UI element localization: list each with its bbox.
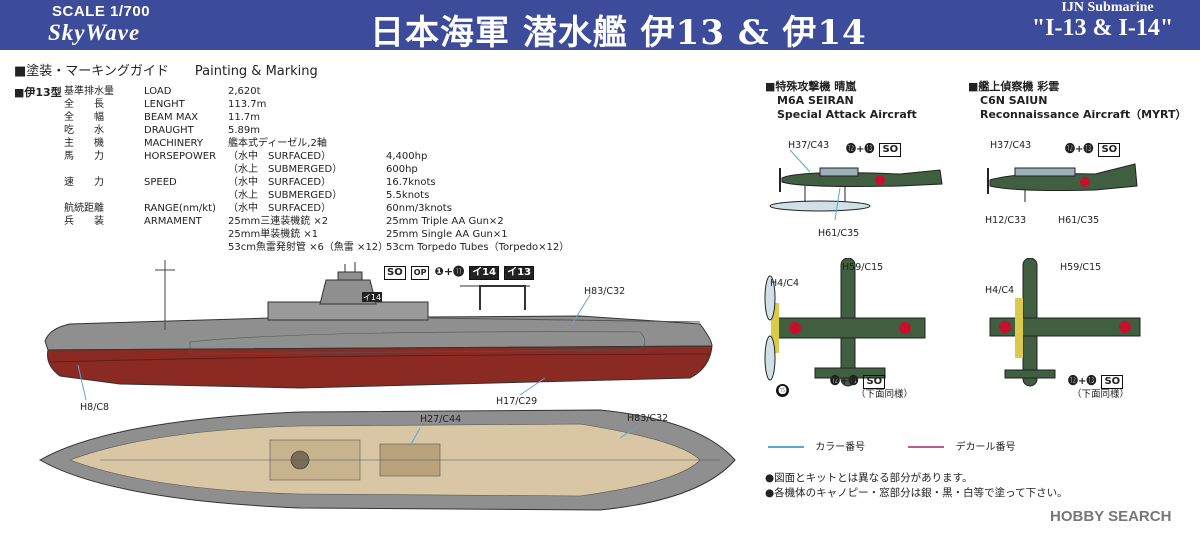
title-japanese: 日本海軍 潜水艦 伊13 & 伊14 — [370, 13, 867, 53]
saiun-title-jp: ■艦上偵察機 彩雲 — [968, 80, 1060, 93]
saiun-title-en2: Reconnaissance Aircraft（MYRT） — [980, 108, 1187, 121]
seiran-title-en1: M6A SEIRAN — [777, 94, 854, 107]
seiran-decal15: ⓯ — [776, 378, 789, 397]
submarine-top-view — [38, 409, 736, 511]
decal-i13: イ13 — [504, 266, 535, 280]
header-bar — [0, 0, 1200, 50]
seiran-callout-h37: H37/C43 — [788, 140, 830, 151]
decal-range: ❶+⓫ — [434, 265, 465, 278]
section-title-jp: ■塗装・マーキングガイド — [14, 64, 169, 79]
legend-color-line — [768, 446, 804, 448]
callout-top-h83: H83/C32 — [627, 413, 669, 424]
callout-side-h83: H83/C32 — [584, 286, 626, 297]
note-2: ●各機体のキャノピー・窓部分は銀・黒・白等で塗って下さい。 — [765, 487, 1068, 499]
seiran-callout-h4: H4/C4 — [770, 278, 800, 289]
seiran-side-view — [769, 149, 943, 221]
saiun-caption: ■艦上偵察機 彩雲 C6N SAIUN Reconnaissance Aircr… — [968, 80, 1187, 122]
seiran-top-decal: ⓬+⓭ SO — [830, 369, 886, 389]
decal-so: SO — [384, 266, 406, 280]
callout-top-h27: H27/C44 — [420, 414, 462, 425]
decal-row: SO OP ❶+⓫ イ14 イ13 — [384, 260, 535, 280]
legend-color-label: カラー番号 — [815, 442, 866, 453]
saiun-top-decal: ⓬+⓭ SO — [1068, 369, 1124, 389]
saiun-top-view — [989, 258, 1141, 387]
decal-op: OP — [410, 266, 430, 280]
legend-decal-line — [908, 446, 945, 448]
saiun-callout-h4: H4/C4 — [985, 285, 1015, 296]
seiran-note: （下面同様） — [856, 389, 914, 400]
seiran-caption: ■特殊攻撃機 晴嵐 M6A SEIRAN Special Attack Airc… — [765, 80, 917, 122]
submarine-side-view: イ14 — [44, 260, 713, 389]
seiran-callout-h59: H59/C15 — [842, 262, 884, 273]
seiran-side-decal: ⓬+⓭ SO — [846, 137, 902, 157]
submarine-drawings: イ14 — [38, 260, 736, 511]
scale-label: SCALE 1/700 — [52, 3, 151, 20]
seiran-title-jp: ■特殊攻撃機 晴嵐 — [765, 80, 857, 93]
legend: カラー番号 デカール番号 — [768, 438, 1016, 453]
section-title: ■塗装・マーキングガイド Painting & Marking — [14, 60, 318, 79]
saiun-callout-h61: H61/C35 — [1058, 215, 1100, 226]
saiun-callout-h12: H12/C33 — [985, 215, 1027, 226]
title-english-line1: IJN Submarine — [1061, 0, 1154, 15]
saiun-side-view — [987, 163, 1138, 202]
saiun-side-decal: ⓬+⓭ SO — [1065, 137, 1121, 157]
brand-logo: SkyWave — [48, 20, 141, 45]
legend-decal-label: デカール番号 — [955, 442, 1016, 453]
saiun-callout-h59: H59/C15 — [1060, 262, 1102, 273]
callout-side-h8: H8/C8 — [80, 402, 110, 413]
saiun-callout-h37: H37/C43 — [990, 140, 1032, 151]
seiran-title-en2: Special Attack Aircraft — [777, 108, 917, 121]
title-english-line2: "I-13 & I-14" — [1031, 15, 1174, 41]
callout-side-h17: H17/C29 — [496, 396, 538, 407]
section-title-en: Painting & Marking — [194, 64, 318, 79]
note-1: ●図面とキットとは異なる部分があります。 — [765, 472, 973, 484]
tower-mark: イ14 — [363, 293, 381, 302]
watermark: HOBBY SEARCH — [1050, 508, 1172, 525]
decal-i14: イ14 — [469, 266, 500, 280]
seiran-callout-h61: H61/C35 — [818, 228, 860, 239]
type-label: ■伊13型 — [14, 86, 62, 99]
saiun-note: （下面同様） — [1072, 389, 1130, 400]
saiun-title-en1: C6N SAIUN — [980, 94, 1048, 107]
